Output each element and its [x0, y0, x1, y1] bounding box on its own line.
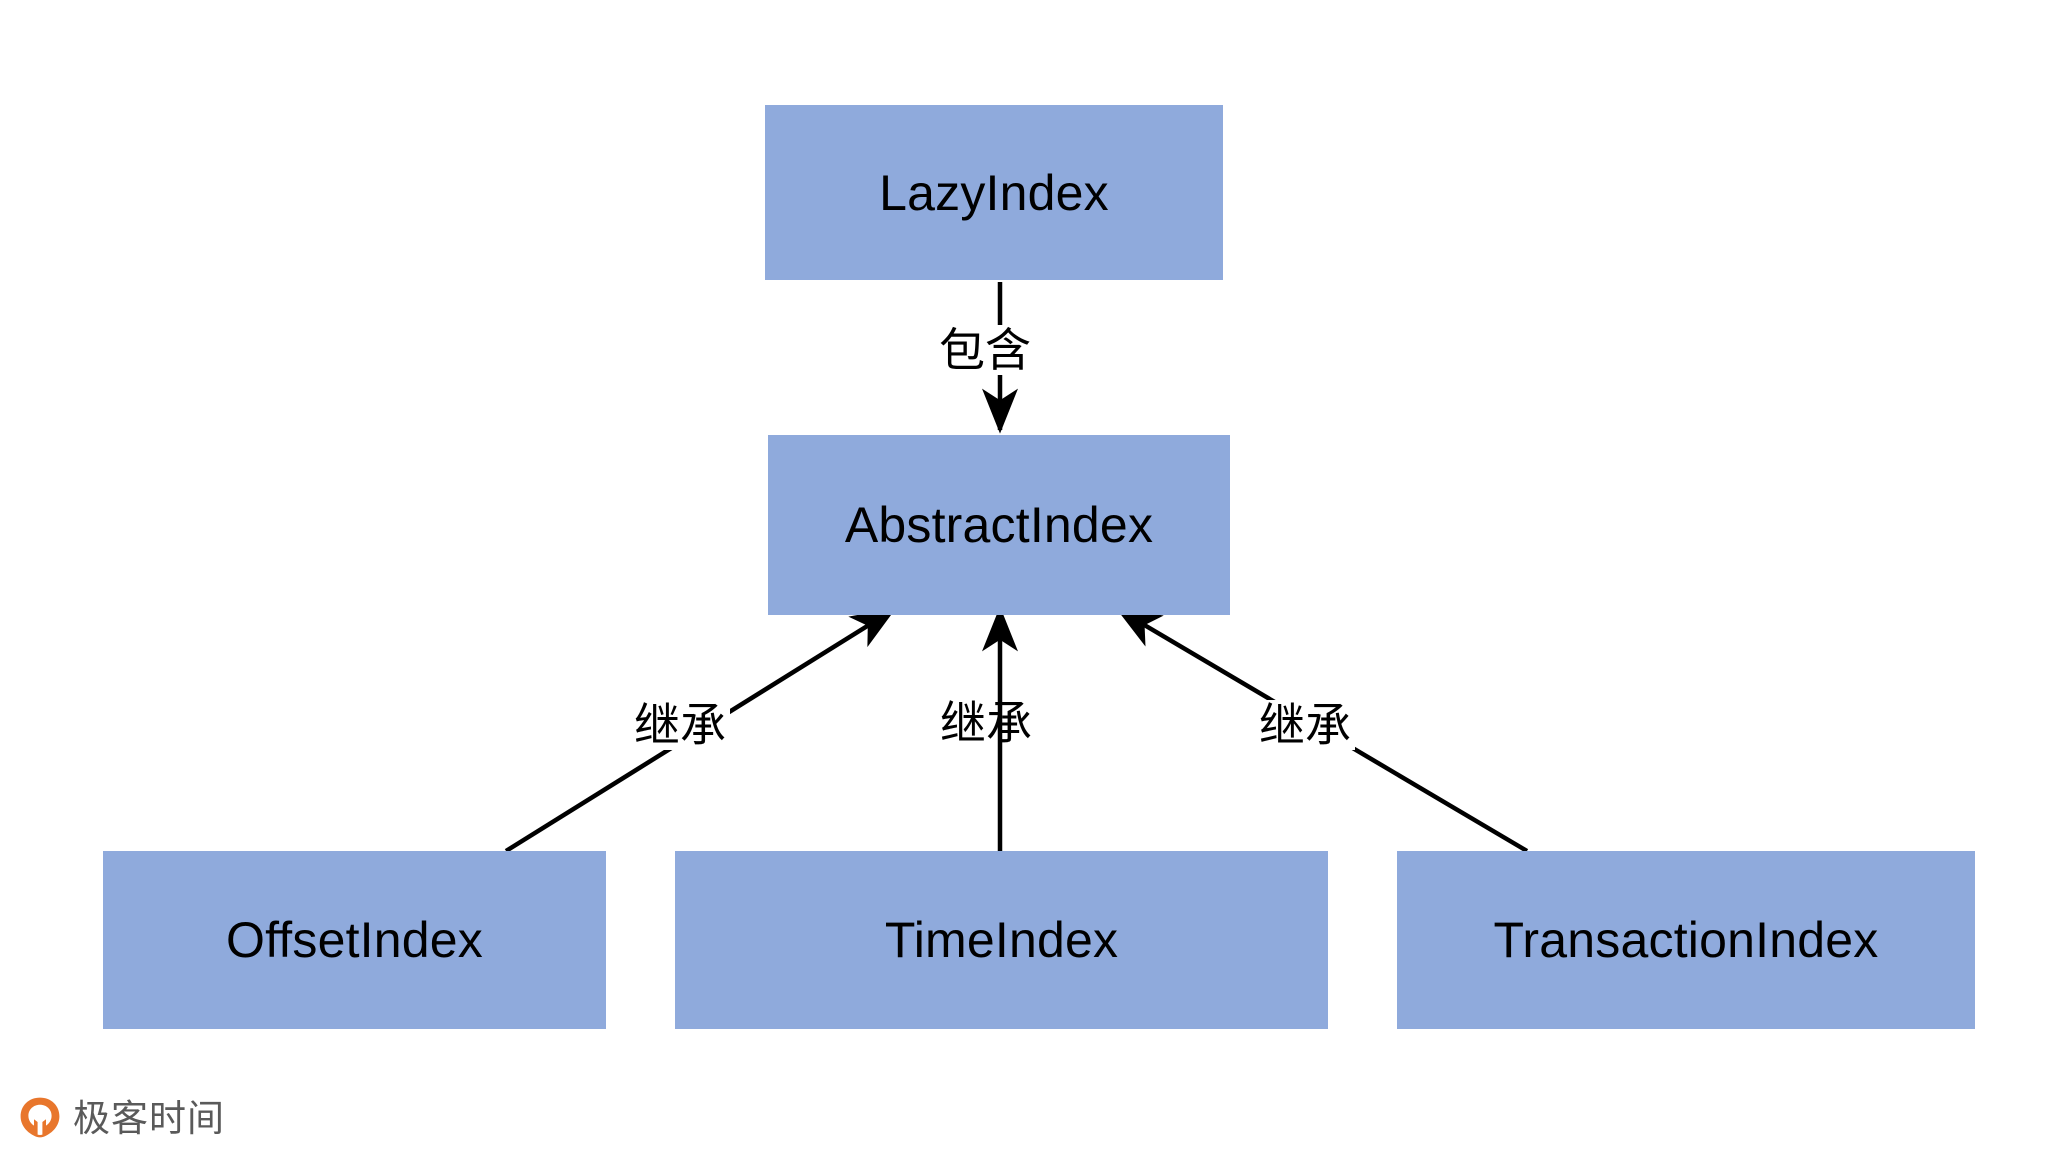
class-node-timeindex[interactable]: TimeIndex — [675, 851, 1328, 1029]
edge-label-contains: 包含 — [935, 325, 1035, 375]
edge-label-inherit-mid: 继承 — [940, 696, 1032, 750]
edge-label-inherit-right: 继承 — [1255, 700, 1355, 750]
class-node-label: TransactionIndex — [1493, 912, 1879, 968]
class-node-lazyindex[interactable]: LazyIndex — [765, 105, 1223, 280]
class-node-offsetindex[interactable]: OffsetIndex — [103, 851, 606, 1029]
edge-label-inherit-left: 继承 — [630, 700, 730, 750]
brand-watermark: 极客时间 — [18, 1096, 225, 1140]
class-node-label: LazyIndex — [879, 164, 1109, 221]
geektime-logo-icon — [20, 1097, 60, 1138]
class-node-label: OffsetIndex — [226, 912, 483, 968]
class-node-abstractindex[interactable]: AbstractIndex — [768, 435, 1230, 615]
class-node-label: AbstractIndex — [844, 497, 1154, 553]
class-node-label: TimeIndex — [884, 912, 1119, 968]
brand-name: 极客时间 — [73, 1096, 225, 1140]
class-node-transactionindex[interactable]: TransactionIndex — [1397, 851, 1975, 1029]
